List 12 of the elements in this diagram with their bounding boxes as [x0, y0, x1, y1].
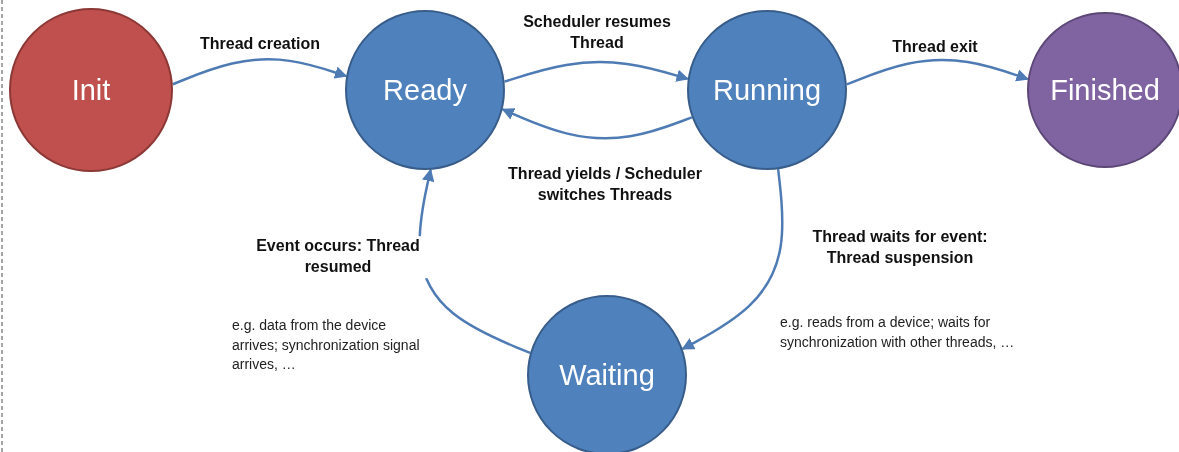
state-name: Ready: [383, 73, 467, 107]
state-name: Waiting: [559, 358, 655, 392]
arrow: [172, 58, 348, 86]
state-name: Init: [71, 73, 111, 107]
example-note: e.g. data from the device arrives; synchronization signal arrives, …: [232, 316, 421, 375]
arrow: [846, 58, 1029, 86]
arrow: [504, 60, 689, 83]
arrow: [501, 108, 693, 140]
example-note: e.g. reads from a device; waits for synchronization with other threads, …: [780, 313, 1016, 352]
arrow: [681, 169, 784, 351]
state-name: Finished: [1050, 73, 1160, 107]
state-name: Running: [713, 73, 821, 107]
